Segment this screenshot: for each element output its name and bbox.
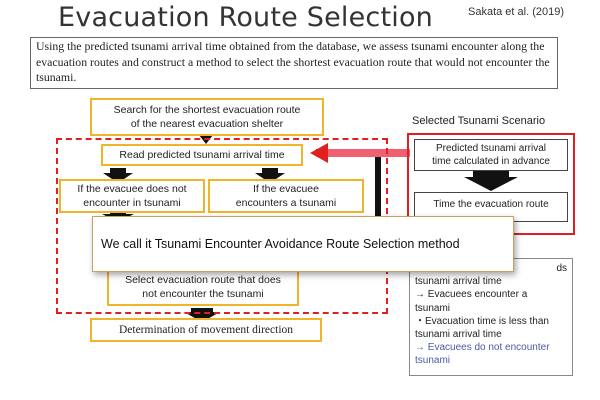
select-route-box: Select evacuation route that does not en… — [107, 268, 299, 306]
arrow-select-to-determination — [184, 308, 220, 322]
predicted-arrival-box: Predicted tsunami arrival time calculate… — [414, 139, 568, 171]
encounter-line-1: If the evacuee — [253, 183, 319, 195]
notes-line-3: → Evacuees encounter a — [415, 289, 528, 301]
no-encounter-line-1: If the evacuee does not — [77, 183, 187, 195]
search-shortest-route-box: Search for the shortest evacuation route… — [90, 98, 324, 136]
notes-box: ds tsunami arrival time → Evacuees encou… — [409, 258, 573, 376]
notes-line-2: tsunami arrival time — [415, 276, 502, 288]
predicted-line-1: Predicted tsunami arrival — [435, 143, 547, 154]
search-line-2: of the nearest evacuation shelter — [130, 118, 284, 130]
select-line-1: Select evacuation route that does — [125, 274, 281, 286]
evacuation-time-label: Time the evacuation route — [433, 199, 549, 210]
scenario-down-arrow — [464, 171, 518, 191]
read-arrival-time-box: Read predicted tsunami arrival time — [101, 144, 303, 166]
arrow-read-to-encounter — [255, 168, 285, 183]
slide-title: Evacuation Route Selection — [58, 2, 433, 33]
select-line-2: not encounter the tsunami — [142, 288, 264, 300]
arrow-read-to-no-encounter — [103, 168, 133, 183]
encounter-case-box: If the evacuee encounters a tsunami — [208, 179, 364, 213]
citation: Sakata et al. (2019) — [468, 6, 565, 18]
notes-line-1: ds — [556, 263, 567, 274]
method-name-text: We call it Tsunami Encounter Avoidance R… — [101, 237, 460, 251]
predicted-line-2: time calculated in advance — [432, 156, 550, 167]
notes-line-4: tsunami — [415, 302, 451, 314]
no-encounter-case-box: If the evacuee does not encounter in tsu… — [59, 179, 205, 213]
notes-line-6: tsunami arrival time — [415, 329, 502, 341]
notes-line-5: ・Evacuation time is less than — [415, 315, 549, 327]
encounter-line-2: encounters a tsunami — [235, 197, 337, 209]
pink-arrow-head — [310, 143, 328, 163]
pink-arrow-shaft — [326, 149, 410, 157]
scenario-label: Selected Tsunami Scenario — [412, 115, 546, 127]
search-line-1: Search for the shortest evacuation route — [113, 104, 301, 116]
no-encounter-line-2: encounter in tsunami — [83, 197, 181, 209]
intro-text-box: Using the predicted tsunami arrival time… — [30, 37, 558, 89]
notes-line-7: → Evacuees do not encounter — [415, 342, 550, 354]
determination-box: Determination of movement direction — [90, 318, 322, 342]
determination-label: Determination of movement direction — [118, 324, 294, 336]
read-arrival-time-label: Read predicted tsunami arrival time — [119, 149, 285, 161]
method-name-callout: We call it Tsunami Encounter Avoidance R… — [92, 216, 514, 272]
notes-line-8: tsunami — [415, 355, 451, 367]
